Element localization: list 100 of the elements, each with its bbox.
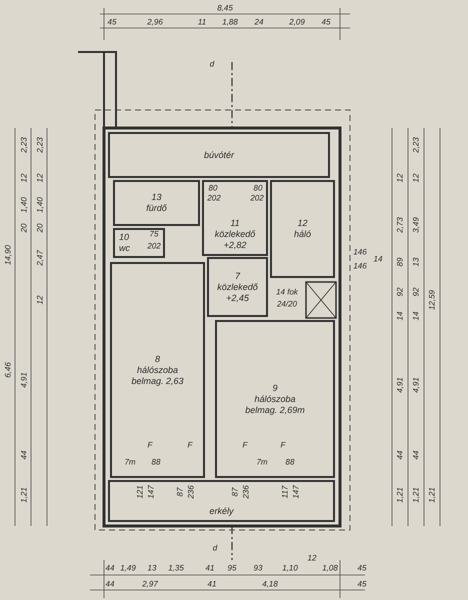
- height-note: belmag. 2,69m: [245, 404, 305, 416]
- room-number: 13: [151, 192, 162, 203]
- height-note: +2,45: [226, 292, 249, 304]
- room-number: 8: [154, 354, 160, 364]
- dimension-text: 14,90: [4, 244, 12, 266]
- dimension-text: 1,21: [428, 487, 436, 503]
- room-outline: [113, 180, 200, 226]
- room-name: wc: [119, 243, 130, 254]
- room-number: 12: [297, 218, 308, 229]
- dimension-text: 2,23: [20, 137, 28, 153]
- dimension-text: 45: [108, 18, 116, 26]
- dimension-text: 146: [353, 262, 367, 270]
- dimension-text: 87: [176, 488, 184, 496]
- dimension-text: 1,08: [322, 564, 338, 572]
- dimension-text: 80: [254, 184, 262, 192]
- dimension-text: 3,49: [412, 217, 420, 233]
- dimension-text: d: [210, 60, 214, 68]
- dimension-text: 1,21: [412, 487, 420, 503]
- room-name: búvótér: [204, 150, 234, 160]
- room-outline: [108, 132, 330, 178]
- dimension-text: 4,91: [20, 372, 28, 388]
- dimension-text: 44: [20, 450, 28, 460]
- dimension-text: 44: [106, 564, 114, 572]
- room-name: háló: [294, 229, 311, 240]
- dimension-text: 93: [254, 564, 262, 572]
- dimension-text: 1,40: [36, 197, 44, 213]
- dimension-text: 20: [20, 224, 28, 232]
- dimension-text: 75: [150, 230, 158, 238]
- dimension-text: 88: [152, 458, 160, 466]
- dimension-text: 8,45: [217, 4, 233, 12]
- dimension-text: 117: [280, 486, 290, 498]
- dimension-text: 13: [148, 564, 156, 572]
- room-outline: [113, 228, 165, 258]
- dimension-text: 7m: [256, 458, 268, 466]
- dimension-text: 12: [308, 554, 316, 562]
- dimension-text: 89: [396, 258, 404, 266]
- room-name: hálószoba: [136, 364, 178, 376]
- dimension-text: d: [212, 544, 218, 552]
- room-outline: [207, 257, 268, 317]
- dimension-text: 2,09: [289, 18, 305, 26]
- dimension-text: 92: [396, 288, 404, 296]
- dimension-text: 88: [286, 458, 294, 466]
- room-name: hálószoba: [254, 394, 296, 404]
- dimension-text: 80: [208, 184, 218, 192]
- height-note: +2,82: [224, 240, 246, 251]
- height-note: belmag. 2,63: [131, 376, 184, 386]
- dimension-text: 147: [292, 485, 300, 499]
- dimension-text: F: [188, 440, 192, 450]
- dimension-text: 11: [198, 18, 206, 26]
- dimension-text: 4,91: [396, 377, 404, 393]
- room-number: 10: [119, 232, 130, 243]
- dimension-text: F: [242, 440, 248, 450]
- room-name: fürdő: [146, 203, 167, 214]
- dimension-text: 12: [36, 296, 44, 304]
- room-name: közlekedő: [217, 282, 258, 292]
- dimension-text: 146: [353, 248, 367, 256]
- dimension-text: 14 fok: [276, 288, 298, 296]
- dimension-text: 92: [412, 288, 420, 296]
- dimension-text: 24/20: [276, 300, 298, 308]
- dimension-text: 41: [206, 564, 214, 572]
- dimension-text: 1,21: [20, 487, 28, 503]
- dimension-text: 12: [396, 174, 404, 182]
- dimension-text: 45: [322, 18, 330, 26]
- dimension-text: 4,18: [262, 580, 278, 588]
- dimension-text: F: [148, 440, 152, 450]
- dimension-text: 2,73: [396, 217, 404, 233]
- dimension-text: 1,21: [396, 487, 404, 503]
- dimension-text: 6,46: [4, 362, 12, 378]
- room-outline: [215, 320, 335, 478]
- dimension-text: 202: [207, 194, 221, 202]
- dimension-text: 1,35: [168, 564, 184, 572]
- dimension-text: 1,10: [282, 564, 298, 572]
- dimension-text: 14: [396, 312, 404, 320]
- dimension-text: 1,40: [20, 197, 28, 213]
- dimension-text: 44: [412, 450, 420, 460]
- dimension-text: F: [280, 440, 286, 450]
- room-outline: [202, 180, 268, 256]
- dimension-text: 2,23: [412, 137, 420, 153]
- dimension-text: 12,59: [428, 290, 436, 310]
- dimension-text: 202: [147, 242, 161, 250]
- dimension-text: 121: [136, 485, 144, 499]
- dimension-text: 24: [254, 18, 264, 26]
- room-number: 7: [234, 270, 240, 282]
- dimension-text: 7m: [124, 458, 136, 466]
- dimension-text: 2,47: [36, 250, 44, 266]
- dimension-text: 44: [396, 450, 404, 460]
- dimension-text: 236: [186, 485, 196, 499]
- dimension-text: 44: [106, 580, 114, 588]
- dimension-text: 147: [146, 485, 156, 499]
- dimension-text: 2,97: [142, 580, 158, 588]
- room-outline: [110, 262, 205, 478]
- dimension-text: 87: [230, 488, 240, 496]
- dimension-text: 20: [36, 224, 44, 232]
- dimension-text: 12: [36, 174, 44, 182]
- room-name: erkély: [209, 506, 234, 517]
- room-name: közlekedő: [214, 229, 256, 240]
- dimension-text: 4,91: [412, 377, 420, 393]
- dimension-text: 14: [412, 312, 420, 320]
- dimension-text: 1,88: [222, 18, 238, 26]
- dimension-text: 95: [228, 564, 236, 572]
